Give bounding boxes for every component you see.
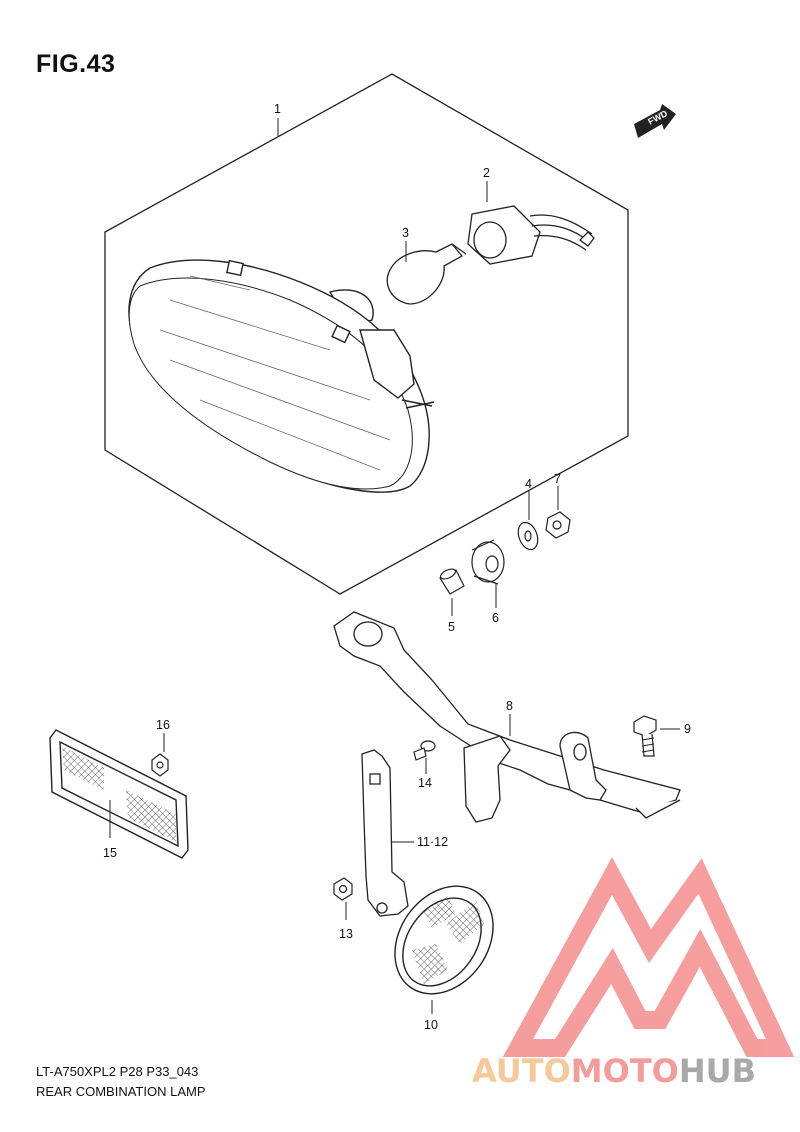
washer xyxy=(517,521,539,551)
leader-lines xyxy=(109,118,680,1014)
tail-lamp-housing xyxy=(128,259,435,493)
screw xyxy=(413,740,436,761)
callout-11-12: 11·12 xyxy=(417,835,448,849)
collar xyxy=(439,568,465,595)
lamp-bracket xyxy=(333,611,681,823)
nut xyxy=(545,511,571,539)
round-reflector xyxy=(394,885,494,995)
grommet xyxy=(471,539,505,585)
nut-16 xyxy=(151,753,169,777)
fwd-arrow-icon: FWD xyxy=(634,104,676,138)
section-name: REAR COMBINATION LAMP xyxy=(36,1084,206,1099)
callout-4: 4 xyxy=(525,477,532,491)
callout-5: 5 xyxy=(448,620,455,634)
watermark-auto: AUTO xyxy=(472,1052,571,1090)
model-code: LT-A750XPL2 P28 P33_043 xyxy=(36,1064,199,1079)
svg-text:AUTOMOTOHUB: AUTOMOTOHUB xyxy=(472,1052,756,1090)
callout-10: 10 xyxy=(424,1018,438,1032)
bulb-socket xyxy=(467,205,595,265)
callout-7: 7 xyxy=(554,472,561,486)
watermark-moto: MOTO xyxy=(571,1052,679,1090)
assembly-box xyxy=(104,73,629,595)
figure-title: FIG.43 xyxy=(36,50,116,78)
bolt xyxy=(633,715,657,757)
callout-14: 14 xyxy=(418,776,432,790)
watermark-logo: AUTOMOTOHUB xyxy=(472,857,795,1090)
callout-2: 2 xyxy=(483,166,490,180)
callout-6: 6 xyxy=(492,611,499,625)
nut-13 xyxy=(333,877,353,901)
callout-9: 9 xyxy=(684,722,691,736)
reflector-bracket xyxy=(361,749,409,917)
watermark-hub: HUB xyxy=(679,1052,756,1090)
callout-16: 16 xyxy=(156,718,170,732)
bulb xyxy=(386,243,467,305)
callout-1: 1 xyxy=(274,102,281,116)
callout-8: 8 xyxy=(506,699,513,713)
rectangular-reflector xyxy=(49,729,189,859)
watermark-triangle-icon xyxy=(502,857,795,1057)
callout-15: 15 xyxy=(103,846,117,860)
callout-13: 13 xyxy=(339,927,353,941)
callout-3: 3 xyxy=(402,226,409,240)
